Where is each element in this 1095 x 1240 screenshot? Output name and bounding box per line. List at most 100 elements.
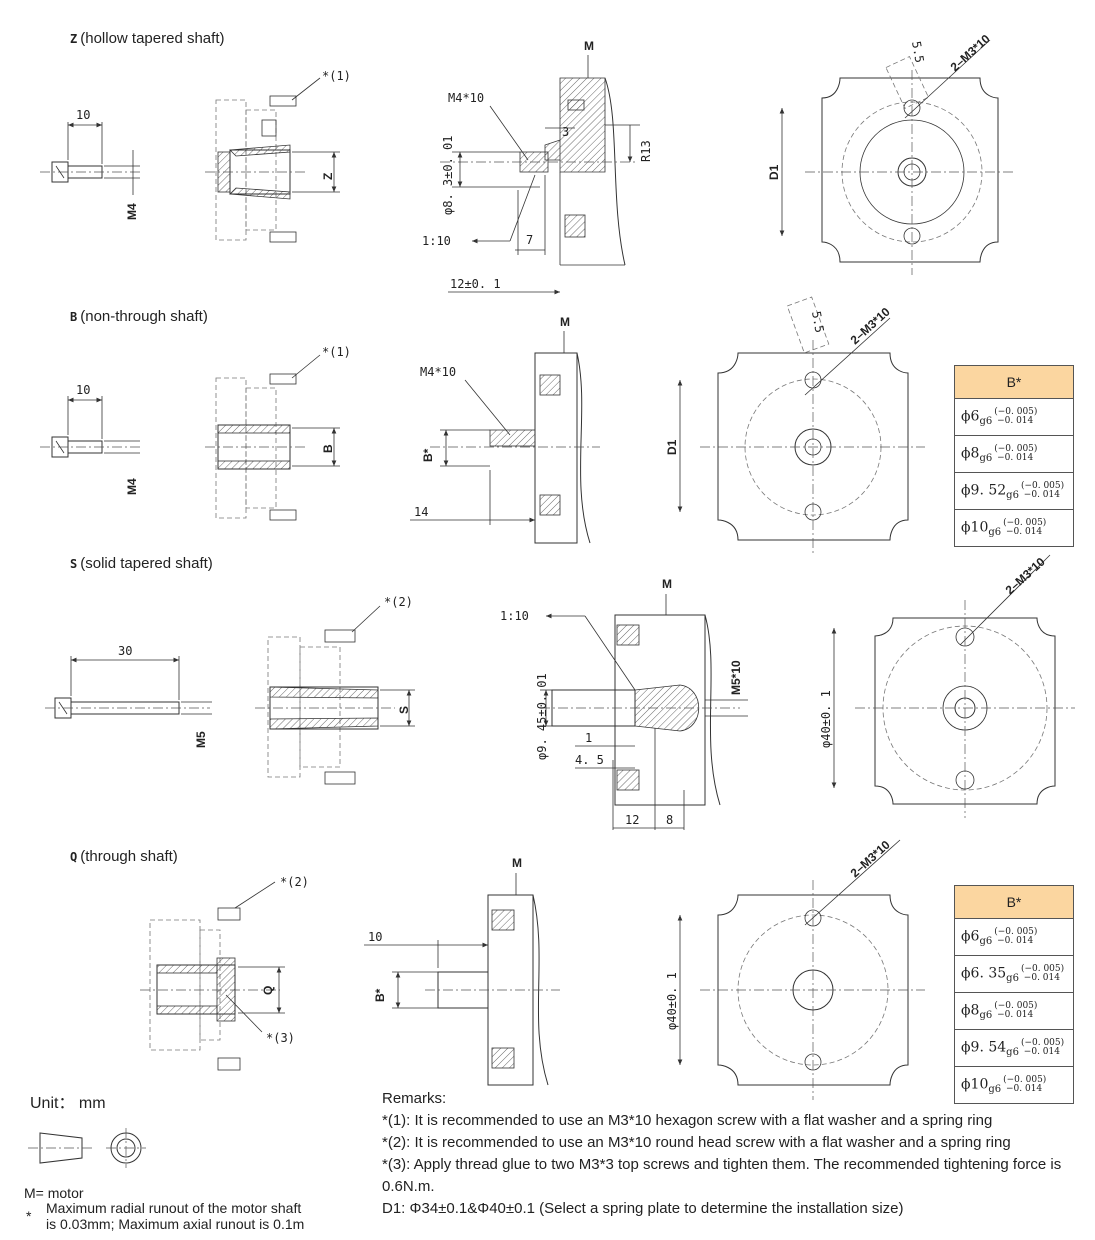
- b-shaft-label: B: [321, 444, 335, 453]
- b-motor-label: M: [560, 315, 570, 329]
- lower-deviation: −0. 014: [1003, 1083, 1043, 1094]
- section-z-code: Z: [70, 32, 78, 46]
- section-b-code: B: [70, 310, 78, 324]
- b-flange-view: D1 2–M3*10 5.5: [665, 296, 925, 555]
- b-d1-label: D1: [665, 439, 679, 455]
- tolerance-cell: ϕ9. 54g6(−0. 005) −0. 014: [954, 1029, 1074, 1067]
- remark-3: *(3): Apply thread glue to two M3*3 top …: [382, 1156, 1062, 1195]
- tolerance-cell: ϕ10g6(−0. 005) −0. 014: [954, 1066, 1074, 1104]
- z-dim-12: 12±0. 1: [450, 277, 501, 291]
- lower-deviation: −0. 014: [994, 452, 1034, 463]
- q-screw-note-3: *(3): [266, 1031, 295, 1045]
- tolerance-grade: g6: [979, 452, 993, 464]
- s-screw-view: 30 M5: [45, 644, 212, 748]
- upper-deviation: (−0. 005): [994, 1000, 1038, 1011]
- lower-deviation: −0. 014: [1020, 1046, 1060, 1057]
- upper-deviation: (−0. 005): [994, 406, 1038, 417]
- z-m4x10-label: M4*10: [448, 91, 484, 105]
- q-motor-label: M: [512, 856, 522, 870]
- lower-deviation: −0. 014: [1003, 526, 1043, 537]
- runout-note-1: Maximum radial runout of the motor shaft: [46, 1200, 302, 1216]
- s-dim-4-5: 4. 5: [575, 753, 604, 767]
- q-d40-label: φ40±0. 1: [665, 972, 679, 1030]
- taper-symbol: [28, 1128, 146, 1168]
- lower-deviation: −0. 014: [994, 1009, 1034, 1020]
- upper-deviation: (−0. 005): [1020, 963, 1065, 974]
- tolerance-deviation: (−0. 005) −0. 014: [1003, 1075, 1046, 1094]
- b-section-view: M M4*10 B* 14: [410, 315, 600, 544]
- upper-deviation: (−0. 005): [1020, 480, 1065, 491]
- tolerance-row: ϕ6g6(−0. 005) −0. 014: [954, 918, 1074, 956]
- tolerance-cell: ϕ6g6(−0. 005) −0. 014: [954, 918, 1074, 956]
- tolerance-row: ϕ9. 52g6(−0. 005) −0. 014: [954, 472, 1074, 510]
- section-s-code: S: [70, 557, 78, 571]
- tolerance-base: ϕ9. 54: [961, 1039, 1007, 1056]
- b-screw-note: *(1): [322, 345, 351, 359]
- tolerance-deviation: (−0. 005) −0. 014: [1020, 480, 1065, 500]
- z-screw-length-label: 10: [76, 108, 90, 122]
- tolerance-grade: g6: [1006, 1046, 1019, 1058]
- q-table-header: B*: [954, 885, 1074, 919]
- tolerance-grade: g6: [979, 1009, 993, 1021]
- z-taper-label: 1:10: [422, 234, 451, 248]
- tolerance-grade: g6: [988, 526, 1002, 538]
- b-screw-thread-label: M4: [125, 478, 139, 495]
- s-taper-label: 1:10: [500, 609, 529, 623]
- s-diameter-label: φ9. 45±0. 01: [535, 673, 549, 760]
- q-coupling-view: *(2) *(3) Q: [140, 875, 309, 1071]
- q-screw-note-2: *(2): [280, 875, 309, 889]
- tolerance-cell: ϕ8g6(−0. 005) −0. 014: [954, 435, 1074, 473]
- section-s-title: (solid tapered shaft): [80, 555, 213, 572]
- tolerance-deviation: (−0. 005) −0. 014: [994, 444, 1037, 463]
- tolerance-base: ϕ6. 35: [961, 965, 1007, 982]
- tolerance-base: ϕ6: [961, 408, 980, 425]
- z-screw-view: 10 M4: [40, 108, 140, 220]
- section-s-heading: S(solid tapered shaft): [70, 555, 213, 572]
- section-q-heading: Q(through shaft): [70, 848, 178, 865]
- tolerance-cell: ϕ9. 52g6(−0. 005) −0. 014: [954, 472, 1074, 510]
- s-section-view: M 1:10 φ9. 45±0. 01 M5*10 1 4. 5 12 8: [500, 577, 748, 830]
- tolerance-grade: g6: [1006, 972, 1019, 984]
- remark-4: D1: Φ34±0.1&Φ40±0.1 (Select a spring pla…: [382, 1200, 904, 1217]
- s-d40-label: φ40±0. 1: [819, 690, 833, 748]
- z-dim-3: 3: [562, 125, 569, 139]
- tolerance-base: ϕ8: [961, 1002, 980, 1019]
- s-dim-8: 8: [666, 813, 673, 827]
- b-coupling-view: *(1) B: [205, 345, 351, 521]
- upper-deviation: (−0. 005): [1003, 517, 1047, 528]
- q-bstar-label: B*: [373, 988, 387, 1002]
- tolerance-base: ϕ9. 52: [961, 482, 1007, 499]
- lower-deviation: −0. 014: [1020, 489, 1060, 500]
- section-q-code: Q: [70, 850, 78, 864]
- lower-deviation: −0. 014: [994, 935, 1034, 946]
- tolerance-row: ϕ8g6(−0. 005) −0. 014: [954, 435, 1074, 473]
- section-z-heading: Z(hollow tapered shaft): [70, 30, 224, 47]
- tolerance-base: ϕ10: [961, 1076, 989, 1093]
- q-section-view: M 10 B*: [364, 856, 560, 1086]
- b-screw-view: 10 M4: [40, 383, 140, 495]
- tolerance-row: ϕ6g6(−0. 005) −0. 014: [954, 398, 1074, 436]
- upper-deviation: (−0. 005): [1020, 1037, 1065, 1048]
- s-screw-thread-label: M5: [194, 731, 208, 748]
- q-dim-10: 10: [368, 930, 382, 944]
- remark-1: *(1): It is recommended to use an M3*10 …: [382, 1112, 993, 1129]
- tolerance-base: ϕ8: [961, 445, 980, 462]
- s-dim-1: 1: [585, 731, 592, 745]
- tolerance-base: ϕ10: [961, 519, 989, 536]
- z-2m3-label: 2–M3*10: [948, 31, 993, 74]
- tolerance-grade: g6: [979, 415, 993, 427]
- tolerance-deviation: (−0. 005) −0. 014: [994, 1000, 1038, 1020]
- s-flange-view: φ40±0. 1 2–M3*10: [819, 554, 1075, 818]
- lower-deviation: −0. 014: [994, 415, 1034, 426]
- tolerance-row: ϕ10g6(−0. 005) −0. 014: [954, 509, 1074, 547]
- z-screw-note: *(1): [322, 69, 351, 83]
- section-q-title: (through shaft): [80, 848, 178, 865]
- tolerance-row: ϕ10g6(−0. 005) −0. 014: [954, 1066, 1074, 1104]
- q-flange-view: φ40±0. 1 2–M3*10: [665, 837, 925, 1100]
- tolerance-cell: ϕ6g6(−0. 005) −0. 014: [954, 398, 1074, 436]
- remarks-title: Remarks:: [382, 1090, 447, 1107]
